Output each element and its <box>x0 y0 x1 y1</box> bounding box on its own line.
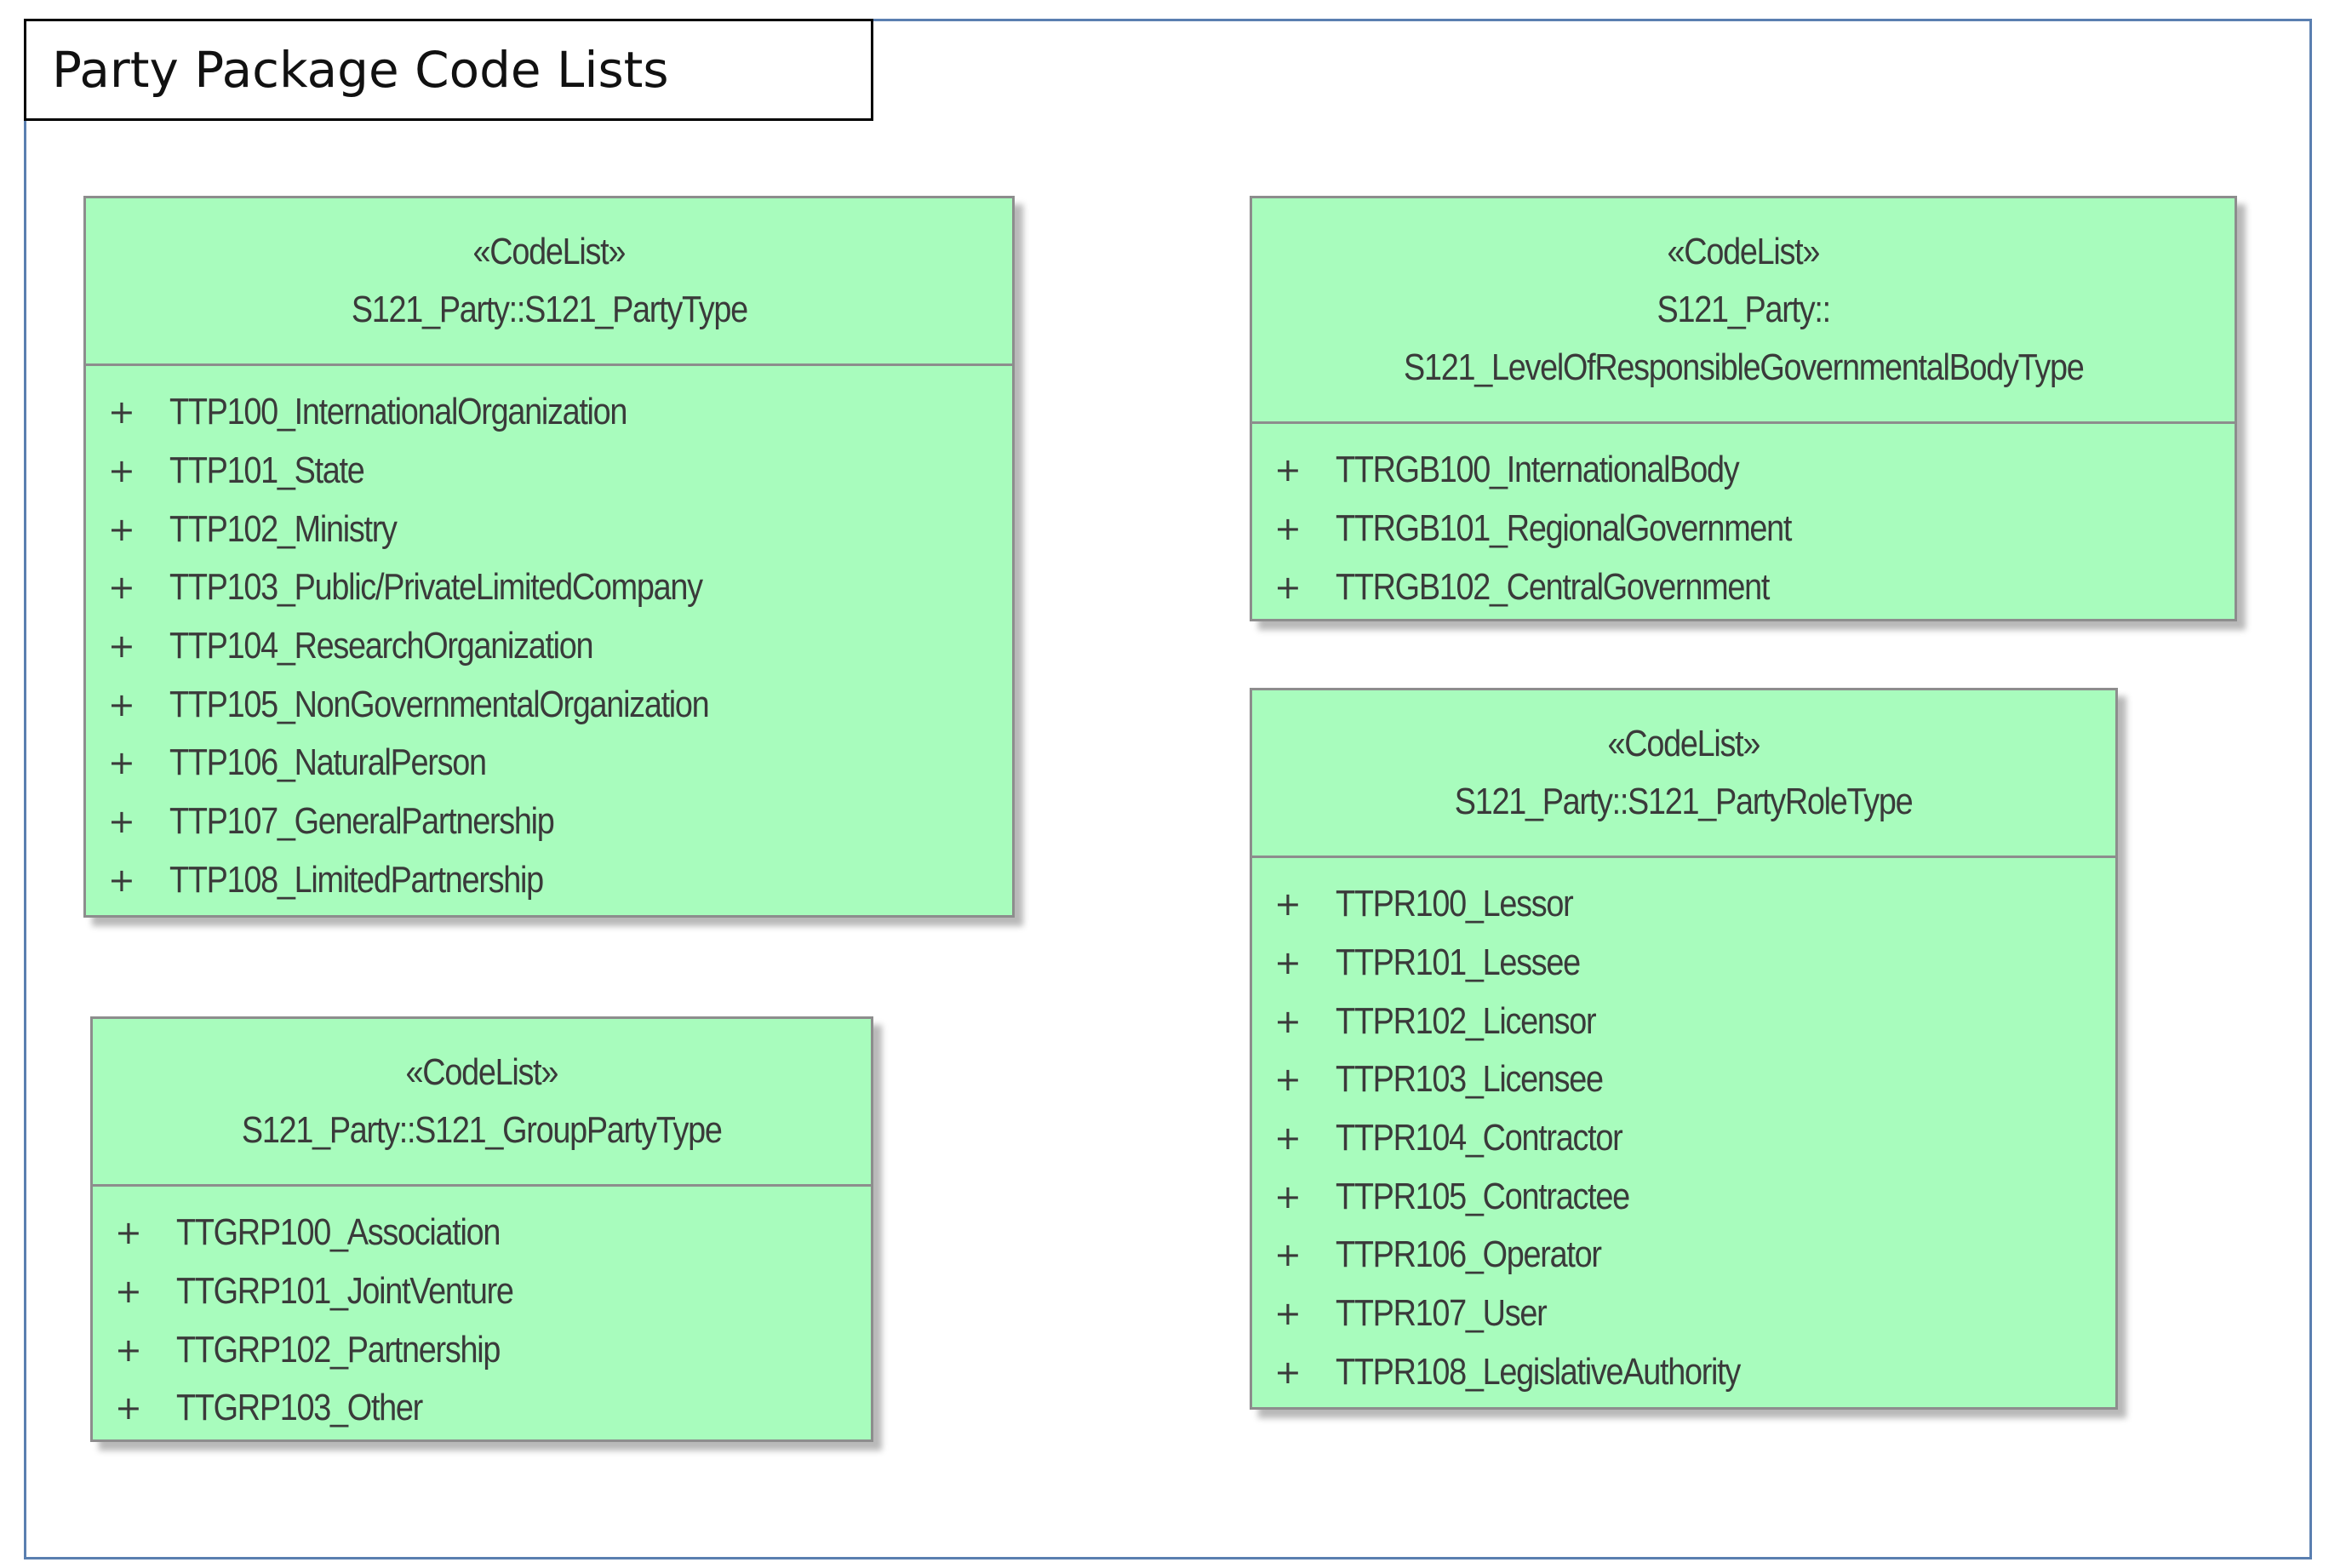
attribute-name: TTGRP101_JointVenture <box>176 1270 514 1313</box>
codelist-party-type[interactable]: «CodeList» S121_Party::S121_PartyType +T… <box>83 196 1015 918</box>
visibility-marker: + <box>1274 885 1302 924</box>
codelist-level-of-responsible-governmental-body-type[interactable]: «CodeList» S121_Party:: S121_LevelOfResp… <box>1250 196 2237 621</box>
attribute-row: + TTRGB100_InternationalBody <box>1252 441 2235 500</box>
class-stereotype: «CodeList» <box>405 1051 559 1093</box>
attribute-row: + TTGRP103_Other <box>93 1379 871 1438</box>
class-name-line-2: S121_LevelOfResponsibleGovernmentalBodyT… <box>1403 346 2085 388</box>
visibility-marker: + <box>108 803 135 841</box>
attribute-row: + TTP107_GeneralPartnership <box>86 793 1012 851</box>
attribute-name: TTPR104_Contractor <box>1336 1117 1623 1159</box>
attribute-row: + TTPR106_Operator <box>1252 1226 2115 1285</box>
class-stereotype: «CodeList» <box>1667 231 1821 272</box>
visibility-marker: + <box>108 510 135 548</box>
codelist-group-party-type[interactable]: «CodeList» S121_Party::S121_GroupPartyTy… <box>90 1016 873 1442</box>
class-stereotype: «CodeList» <box>1607 723 1761 764</box>
attribute-name: TTP108_LimitedPartnership <box>169 858 544 901</box>
visibility-marker: + <box>1274 1295 1302 1333</box>
attribute-row: + TTPR107_User <box>1252 1285 2115 1343</box>
visibility-marker: + <box>1274 1119 1302 1158</box>
attribute-row: + TTP108_LimitedPartnership <box>86 851 1012 910</box>
visibility-marker: + <box>1274 1002 1302 1040</box>
attribute-name: TTPR107_User <box>1336 1292 1548 1335</box>
attribute-row: + TTP101_State <box>86 442 1012 501</box>
attribute-name: TTPR101_Lessee <box>1336 941 1581 984</box>
visibility-marker: + <box>1274 1061 1302 1099</box>
attribute-name: TTRGB100_InternationalBody <box>1336 449 1740 491</box>
codelist-party-role-type[interactable]: «CodeList» S121_Party::S121_PartyRoleTyp… <box>1250 688 2118 1410</box>
class-header: «CodeList» S121_Party:: S121_LevelOfResp… <box>1252 198 2235 424</box>
class-name: S121_Party::S121_PartyRoleType <box>1455 781 1914 822</box>
visibility-marker: + <box>108 744 135 782</box>
attribute-name: TTP100_InternationalOrganization <box>169 391 627 433</box>
class-attributes: + TTRGB100_InternationalBody + TTRGB101_Re… <box>1252 424 2235 616</box>
attribute-name: TTPR100_Lessor <box>1336 883 1574 925</box>
attribute-name: TTP107_GeneralPartnership <box>169 800 555 843</box>
attribute-row: + TTGRP100_Association <box>93 1204 871 1262</box>
class-name: S121_Party::S121_PartyType <box>351 289 747 330</box>
visibility-marker: + <box>115 1389 142 1428</box>
attribute-name: TTP106_NaturalPerson <box>169 741 487 784</box>
class-header: «CodeList» S121_Party::S121_PartyType <box>86 198 1012 366</box>
attribute-name: TTGRP102_Partnership <box>176 1328 501 1371</box>
attribute-name: TTGRP103_Other <box>176 1387 423 1429</box>
attribute-row: + TTPR101_Lessee <box>1252 934 2115 993</box>
attribute-name: TTGRP100_Association <box>176 1211 501 1254</box>
class-attributes: + TTGRP100_Association + TTGRP101_JointVen… <box>93 1187 871 1438</box>
visibility-marker: + <box>1274 451 1302 489</box>
visibility-marker: + <box>108 569 135 607</box>
attribute-name: TTP105_NonGovernmentalOrganization <box>169 683 710 725</box>
diagram-title-box: Party Package Code Lists <box>24 19 873 121</box>
attribute-row: + TTP103_Public/PrivateLimitedCompany <box>86 558 1012 617</box>
class-stereotype: «CodeList» <box>472 231 627 272</box>
diagram-title: Party Package Code Lists <box>52 41 669 99</box>
visibility-marker: + <box>1274 510 1302 548</box>
attribute-name: TTP102_Ministry <box>169 507 398 550</box>
attribute-row: + TTP105_NonGovernmentalOrganization <box>86 675 1012 734</box>
visibility-marker: + <box>115 1273 142 1311</box>
visibility-marker: + <box>108 627 135 666</box>
attribute-name: TTPR105_Contractee <box>1336 1175 1630 1217</box>
attribute-row: + TTP100_InternationalOrganization <box>86 383 1012 442</box>
attribute-row: + TTPR108_LegislativeAuthority <box>1252 1343 2115 1402</box>
attribute-row: + TTPR102_Licensor <box>1252 992 2115 1050</box>
visibility-marker: + <box>1274 1236 1302 1274</box>
attribute-name: TTRGB101_RegionalGovernment <box>1336 507 1792 550</box>
attribute-name: TTPR106_Operator <box>1336 1233 1602 1276</box>
attribute-name: TTPR108_LegislativeAuthority <box>1336 1350 1741 1393</box>
attribute-row: + TTRGB102_CentralGovernment <box>1252 558 2235 616</box>
visibility-marker: + <box>1274 944 1302 982</box>
attribute-row: + TTGRP102_Partnership <box>93 1320 871 1379</box>
attribute-name: TTP101_State <box>169 449 365 492</box>
visibility-marker: + <box>115 1331 142 1369</box>
attribute-name: TTPR102_Licensor <box>1336 999 1597 1042</box>
visibility-marker: + <box>1274 568 1302 606</box>
class-attributes: + TTP100_InternationalOrganization + TTP10… <box>86 366 1012 909</box>
visibility-marker: + <box>108 393 135 432</box>
class-header: «CodeList» S121_Party::S121_GroupPartyTy… <box>93 1019 871 1187</box>
attribute-name: TTP103_Public/PrivateLimitedCompany <box>169 566 703 609</box>
attribute-name: TTPR103_Licensee <box>1336 1058 1604 1101</box>
visibility-marker: + <box>108 685 135 724</box>
attribute-row: + TTP102_Ministry <box>86 500 1012 558</box>
attribute-row: + TTP106_NaturalPerson <box>86 734 1012 793</box>
attribute-row: + TTPR103_Licensee <box>1252 1050 2115 1109</box>
class-name: S121_Party::S121_GroupPartyType <box>242 1109 723 1151</box>
attribute-row: + TTPR104_Contractor <box>1252 1109 2115 1168</box>
class-attributes: + TTPR100_Lessor + TTPR101_Lessee + TTPR102… <box>1252 858 2115 1401</box>
visibility-marker: + <box>108 861 135 899</box>
attribute-row: + TTGRP101_JointVenture <box>93 1262 871 1321</box>
attribute-name: TTP104_ResearchOrganization <box>169 625 594 667</box>
visibility-marker: + <box>1274 1353 1302 1391</box>
class-header: «CodeList» S121_Party::S121_PartyRoleTyp… <box>1252 690 2115 858</box>
attribute-name: TTRGB102_CentralGovernment <box>1336 565 1770 608</box>
attribute-row: + TTPR105_Contractee <box>1252 1167 2115 1226</box>
attribute-row: + TTP104_ResearchOrganization <box>86 617 1012 676</box>
visibility-marker: + <box>108 452 135 490</box>
class-name-line-1: S121_Party:: <box>1657 289 1831 330</box>
visibility-marker: + <box>115 1214 142 1252</box>
attribute-row: + TTRGB101_RegionalGovernment <box>1252 500 2235 558</box>
visibility-marker: + <box>1274 1177 1302 1216</box>
attribute-row: + TTPR100_Lessor <box>1252 875 2115 934</box>
